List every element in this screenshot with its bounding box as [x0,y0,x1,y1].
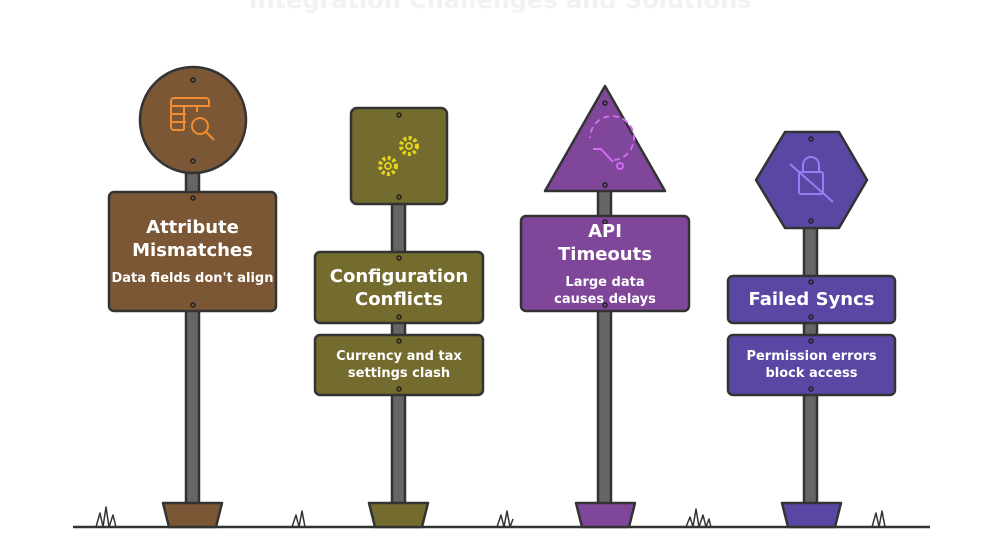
base-2 [367,501,430,529]
sign-title: Failed Syncs [748,289,875,310]
lock-off-icon [789,156,834,203]
base-1 [161,501,224,529]
board-1 [107,190,278,313]
sign-failed-syncs-description: Permission errors block access [728,335,895,395]
sign-description: Permission errors block access [746,349,877,381]
circle-sign [138,65,248,175]
sign-title: Attribute Mismatches [132,217,253,261]
table-search-icon [170,97,215,141]
hexagon-sign [754,130,869,230]
base-3 [574,501,637,529]
sign-failed-syncs: Failed Syncs [728,276,895,323]
sign-title: API Timeouts [558,220,652,265]
sign-description: Currency and tax settings clash [336,349,462,381]
timer-icon [589,115,635,170]
board-3 [519,214,691,313]
triangle-sign [543,84,667,193]
bolts [190,77,814,392]
sign-api-timeouts: API Timeouts Large data causes delays [521,216,689,311]
grass-tufts [95,506,886,528]
sign-description: Data fields don't align [111,271,274,286]
board-2b [313,333,485,397]
square-sign [349,106,449,206]
diagram-title: Integration Challenges and Solutions [248,0,752,14]
board-4b [726,333,897,397]
sign-configuration-description: Currency and tax settings clash [315,335,483,395]
board-2a [313,250,485,325]
sign-description: Large data causes delays [554,274,656,307]
gears-icon [378,136,419,176]
sign-attribute-mismatches: Attribute Mismatches Data fields don't a… [109,192,276,311]
sign-title: Configuration Conflicts [329,265,469,310]
sign-configuration-conflicts: Configuration Conflicts [315,252,483,323]
base-4 [780,501,843,529]
board-4a [726,274,897,325]
